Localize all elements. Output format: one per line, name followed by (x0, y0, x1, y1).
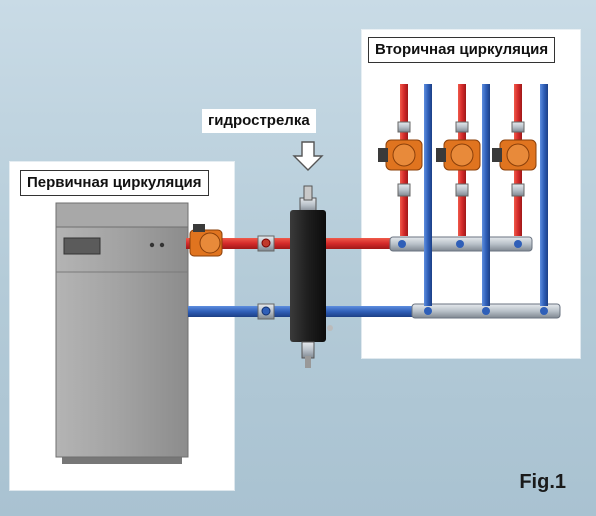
separator-label: гидрострелка (202, 109, 316, 133)
primary-return-pipe (188, 303, 292, 320)
down-arrow-icon (292, 141, 324, 171)
primary-pump (189, 224, 223, 257)
boiler (55, 202, 189, 464)
secondary-circuit-3 (492, 84, 548, 306)
primary-supply-pipe (186, 235, 292, 252)
return-manifold (411, 303, 561, 319)
secondary-circuit-label: Вторичная циркуляция (368, 37, 556, 63)
secondary-pump-1 (378, 139, 423, 171)
secondary-return-pipe (326, 306, 416, 317)
secondary-supply-pipe (326, 238, 392, 249)
hydraulic-separator (290, 185, 333, 368)
figure-label: Fig.1 (519, 471, 566, 493)
secondary-circuit-1 (378, 84, 432, 306)
supply-manifold (389, 236, 533, 252)
boiler-display (63, 237, 101, 255)
secondary-pump-3 (492, 139, 537, 171)
secondary-pump-2 (436, 139, 481, 171)
secondary-circuit-2 (436, 84, 490, 306)
primary-circuit-label: Первичная циркуляция (20, 170, 209, 196)
